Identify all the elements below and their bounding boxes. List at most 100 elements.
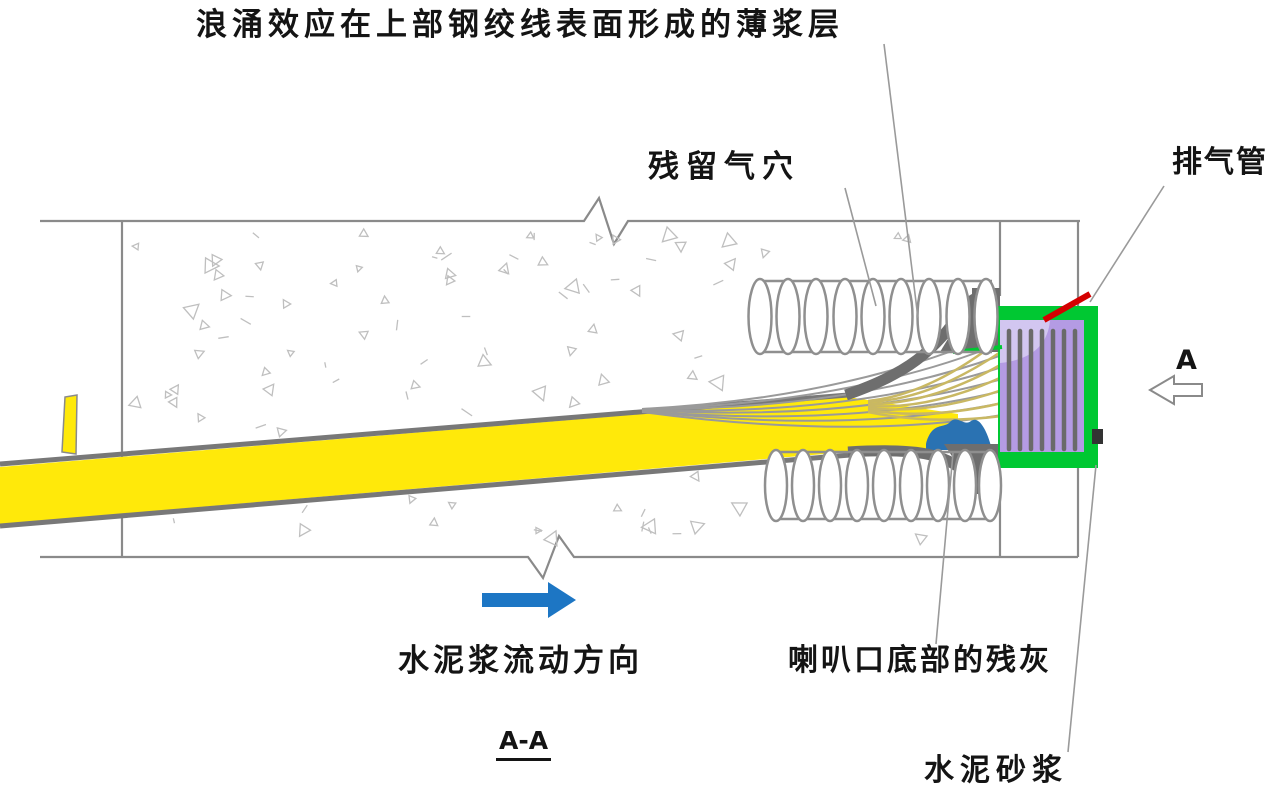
- anchor-wedge-holes: [1006, 328, 1078, 452]
- concrete-speckle: [395, 319, 399, 331]
- concrete-speckle: [218, 336, 229, 339]
- spiral-reinforcement-top: [747, 277, 999, 356]
- concrete-outline: [40, 195, 1080, 581]
- concrete-speckle: [612, 503, 623, 512]
- concrete-speckle: [531, 385, 547, 402]
- concrete-speckle: [537, 255, 549, 266]
- concrete-speckle: [893, 231, 903, 240]
- vent-pipe-label: 排气管: [1172, 145, 1268, 180]
- concrete-speckle: [298, 522, 312, 538]
- spiral-bottom-loops: [763, 448, 1003, 523]
- concrete-speckle: [286, 349, 296, 358]
- concrete-speckle: [730, 502, 749, 518]
- concrete-speckle: [589, 241, 596, 246]
- grout-plug: [1092, 429, 1103, 444]
- grout-coated-strands: [867, 337, 1003, 421]
- concrete-speckle: [197, 412, 207, 423]
- concrete-speckle: [598, 372, 611, 387]
- concrete-speckle: [420, 358, 428, 365]
- concrete-speckle: [563, 277, 581, 295]
- concrete-speckle: [674, 241, 688, 254]
- concrete-speckle: [595, 233, 604, 243]
- concrete-speckle: [694, 355, 703, 359]
- concrete-speckle: [689, 470, 700, 483]
- concrete-speckle: [686, 369, 699, 381]
- surge-layer-label: 浪涌效应在上部钢绞线表面形成的薄浆层: [196, 7, 844, 43]
- concrete-speckle: [410, 379, 422, 390]
- concrete-speckle: [689, 520, 706, 536]
- concrete-speckle: [533, 529, 543, 532]
- concrete-speckle: [558, 291, 568, 300]
- concrete-speckle: [282, 298, 292, 310]
- concrete-speckle: [435, 245, 446, 255]
- concrete-speckle: [445, 274, 457, 286]
- concrete-speckle: [447, 501, 457, 511]
- concrete-speckle: [240, 317, 252, 325]
- concrete-speckle: [914, 533, 929, 547]
- flow-direction-label: 水泥浆流动方向: [398, 643, 643, 679]
- flow-direction-arrow: [482, 582, 576, 618]
- concrete-speckle: [408, 494, 418, 505]
- concrete-speckle: [587, 322, 598, 334]
- concrete-speckle: [357, 330, 370, 341]
- leader-vent-pipe: [1089, 185, 1165, 303]
- trumpet-residue-blob: [926, 419, 991, 450]
- concrete-speckle: [723, 257, 737, 272]
- concrete-speckle: [301, 504, 308, 514]
- vent-pipe-shape: [1042, 291, 1092, 323]
- concrete-speckle: [130, 242, 140, 252]
- grout-vent-tube: [61, 394, 78, 455]
- concrete-speckle: [380, 294, 391, 305]
- concrete-speckle: [261, 366, 272, 377]
- concrete-speckle: [220, 288, 233, 302]
- air-cavity-label: 残留气穴: [648, 149, 800, 185]
- concrete-speckle: [525, 230, 535, 239]
- spiral-top-loops: [747, 277, 999, 356]
- concrete-speckle: [355, 264, 364, 274]
- concrete-speckle: [329, 278, 338, 288]
- section-a-arrow: [1148, 374, 1203, 406]
- concrete-speckle: [612, 233, 622, 246]
- concrete-speckle: [261, 383, 275, 397]
- concrete-speckle: [568, 395, 581, 409]
- concrete-speckle: [332, 378, 340, 384]
- concrete-speckle: [213, 268, 226, 282]
- concrete-speckle: [428, 516, 439, 527]
- concrete-speckle: [440, 252, 452, 261]
- leader-cement-mortar: [1067, 464, 1097, 753]
- concrete-speckle: [182, 303, 200, 321]
- concrete-speckle: [640, 508, 646, 518]
- concrete-speckle: [358, 227, 370, 238]
- concrete-speckle: [629, 284, 641, 298]
- concrete-speckle: [168, 383, 180, 396]
- concrete-speckle: [671, 329, 685, 343]
- concrete-speckle: [164, 390, 173, 400]
- concrete-speckle: [167, 396, 178, 409]
- section-marker-label: A: [1176, 345, 1197, 376]
- leader-air-cavity: [844, 187, 877, 307]
- concrete-speckle: [324, 362, 327, 368]
- concrete-speckle: [255, 423, 267, 429]
- grout-duct-body: [0, 397, 958, 524]
- concrete-speckle: [645, 257, 657, 262]
- concrete-speckle: [483, 347, 488, 356]
- concrete-top-edge: [40, 195, 1080, 247]
- concrete-speckle: [211, 253, 224, 268]
- cement-mortar-label: 水泥砂浆: [924, 753, 1068, 788]
- leader-trumpet-residue: [935, 452, 954, 645]
- concrete-speckle: [405, 391, 409, 400]
- leader-lines: [844, 43, 1165, 753]
- concrete-speckle: [509, 254, 519, 260]
- concrete-speckle: [566, 345, 578, 358]
- concrete-speckle: [707, 374, 725, 392]
- section-name-label: A-A: [496, 727, 552, 761]
- concrete-speckle: [582, 283, 590, 294]
- concrete-speckle: [713, 279, 724, 286]
- concrete-speckle: [252, 232, 260, 239]
- duct-bottom-wall: [0, 452, 851, 529]
- concrete-speckle: [172, 518, 176, 524]
- concrete-speckle: [431, 256, 438, 259]
- concrete-speckle: [901, 233, 912, 244]
- leader-surge-layer: [883, 43, 919, 319]
